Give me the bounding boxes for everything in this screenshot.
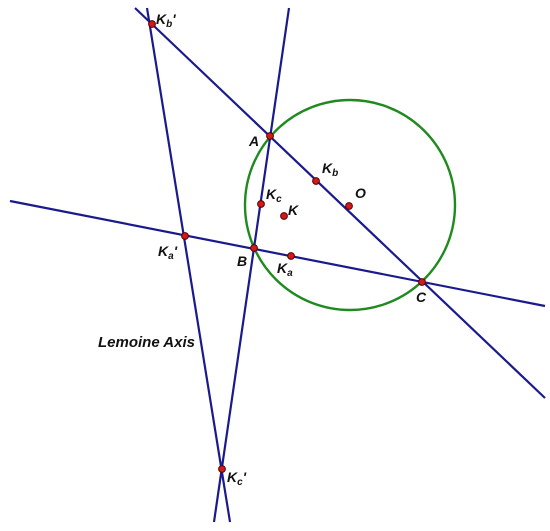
- line-lemoine-axis: [145, 7, 232, 523]
- label-k: K: [288, 202, 299, 218]
- point-o: [345, 202, 353, 210]
- line-kaprime-b-c: [9, 199, 546, 308]
- point-c: [418, 278, 426, 286]
- point-kb-prime: [148, 20, 156, 28]
- point-ka: [287, 252, 295, 260]
- line-a-b-kcprime: [212, 7, 291, 523]
- circumcircle: [243, 98, 457, 312]
- label-kc-prime: Kc': [227, 469, 247, 488]
- label-ka: Ka: [277, 260, 293, 279]
- point-k: [280, 212, 288, 220]
- line-kbprime-a-c: [134, 7, 546, 399]
- label-b: B: [237, 253, 247, 269]
- label-kc: Kc: [266, 186, 282, 205]
- point-ka-prime: [181, 232, 189, 240]
- point-kb: [312, 177, 320, 185]
- label-a: A: [248, 133, 259, 149]
- point-kc-prime: [218, 465, 226, 473]
- point-b: [250, 244, 258, 252]
- label-kb: Kb: [322, 160, 338, 179]
- label-kb-prime: Kb': [156, 11, 176, 30]
- point-kc: [257, 200, 265, 208]
- label-o: O: [355, 185, 366, 201]
- label-lemoine-axis: Lemoine Axis: [98, 334, 195, 351]
- label-c: C: [416, 289, 427, 305]
- point-a: [266, 132, 274, 140]
- label-ka-prime: Ka': [158, 243, 178, 262]
